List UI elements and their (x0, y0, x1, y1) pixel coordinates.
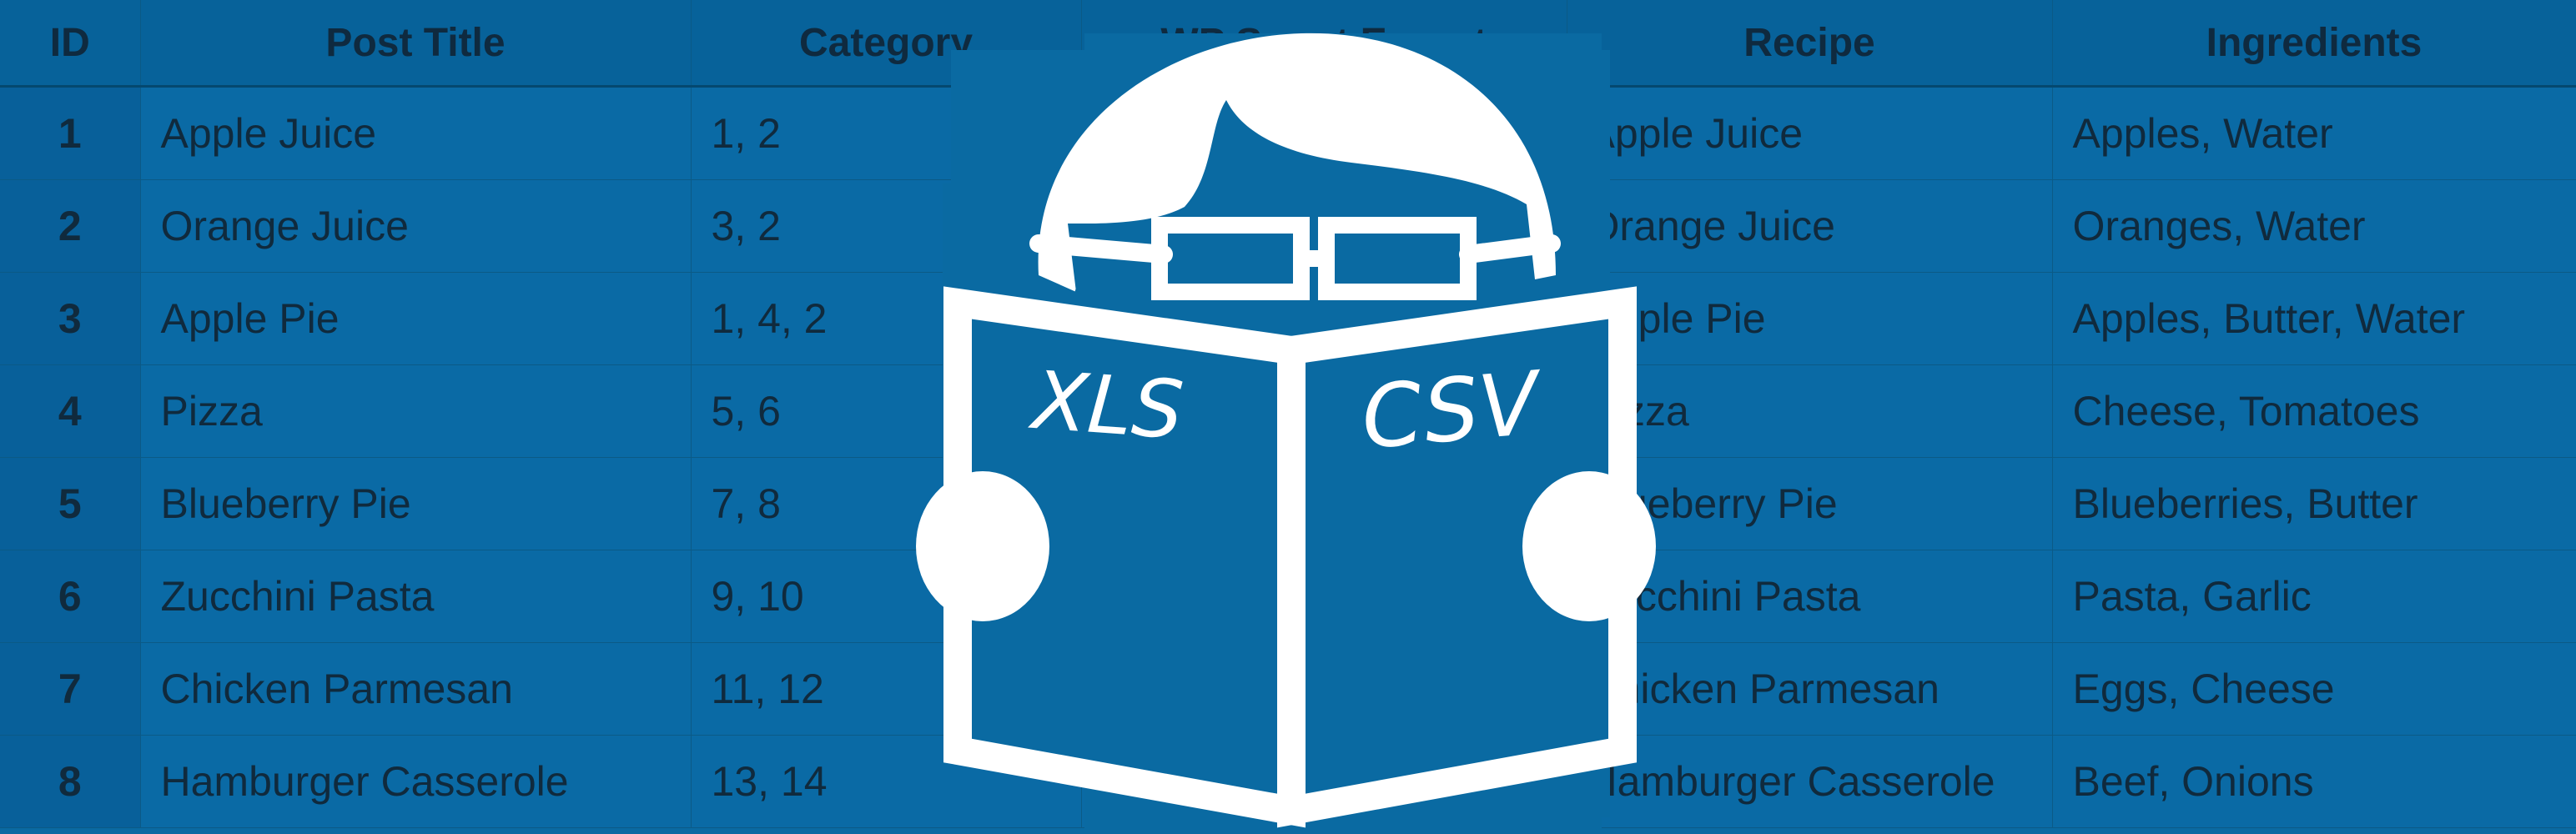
table-row: 4 Pizza 5, 6 Pizza Cheese, Tomatoes (0, 364, 2576, 458)
cell-category: 1, 4, 2 (691, 272, 1082, 365)
cell-wp-smart-export (1081, 86, 1567, 180)
cell-recipe: Apple Pie (1567, 272, 2053, 365)
cell-recipe: Hamburger Casserole (1567, 735, 2053, 828)
cell-ingredients: Beef, Onions (2052, 735, 2576, 828)
column-header-wp-smart-export: WP Smart Export (1081, 0, 1567, 88)
cell-recipe: Blueberry Pie (1567, 457, 2053, 550)
cell-id: 1 (0, 86, 141, 180)
column-header-id: ID (0, 0, 141, 88)
cell-id: 7 (0, 642, 141, 736)
cell-category: 13, 14 (691, 735, 1082, 828)
cell-wp-smart-export (1081, 179, 1567, 273)
cell-wp-smart-export (1081, 272, 1567, 365)
table-row: 1 Apple Juice 1, 2 Apple Juice Apples, W… (0, 86, 2576, 180)
cell-id: 5 (0, 457, 141, 550)
cell-ingredients: Apples, Water (2052, 86, 2576, 180)
cell-post-title: Apple Juice (140, 86, 692, 180)
cell-id: 3 (0, 272, 141, 365)
cell-recipe: Pizza (1567, 364, 2053, 458)
cell-category: 5, 6 (691, 364, 1082, 458)
table-body: 1 Apple Juice 1, 2 Apple Juice Apples, W… (0, 86, 2576, 828)
table-header-row: ID Post Title Category WP Smart Export R… (0, 0, 2576, 88)
table-row: 3 Apple Pie 1, 4, 2 Apple Pie Apples, Bu… (0, 272, 2576, 365)
cell-category: 3, 2 (691, 179, 1082, 273)
table-row: 5 Blueberry Pie 7, 8 Blueberry Pie Blueb… (0, 457, 2576, 550)
cell-id: 4 (0, 364, 141, 458)
cell-ingredients: Cheese, Tomatoes (2052, 364, 2576, 458)
cell-id: 8 (0, 735, 141, 828)
column-header-recipe: Recipe (1567, 0, 2053, 88)
cell-post-title: Pizza (140, 364, 692, 458)
cell-wp-smart-export (1081, 642, 1567, 736)
cell-wp-smart-export (1081, 735, 1567, 828)
cell-wp-smart-export (1081, 364, 1567, 458)
cell-recipe: Orange Juice (1567, 179, 2053, 273)
cell-wp-smart-export (1081, 457, 1567, 550)
column-header-category: Category (691, 0, 1082, 88)
cell-recipe: Zucchini Pasta (1567, 550, 2053, 643)
cell-id: 6 (0, 550, 141, 643)
cell-post-title: Chicken Parmesan (140, 642, 692, 736)
cell-ingredients: Apples, Butter, Water (2052, 272, 2576, 365)
cell-category: 1, 2 (691, 86, 1082, 180)
table-row: 2 Orange Juice 3, 2 Orange Juice Oranges… (0, 179, 2576, 273)
cell-recipe: Apple Juice (1567, 86, 2053, 180)
table-row: 6 Zucchini Pasta 9, 10 Zucchini Pasta Pa… (0, 550, 2576, 643)
column-header-post-title: Post Title (140, 0, 692, 88)
cell-ingredients: Pasta, Garlic (2052, 550, 2576, 643)
cell-id: 2 (0, 179, 141, 273)
cell-post-title: Zucchini Pasta (140, 550, 692, 643)
table-row: 8 Hamburger Casserole 13, 14 Hamburger C… (0, 735, 2576, 828)
cell-ingredients: Oranges, Water (2052, 179, 2576, 273)
cell-recipe: Chicken Parmesan (1567, 642, 2053, 736)
table-row: 7 Chicken Parmesan 11, 12 Chicken Parmes… (0, 642, 2576, 736)
cell-post-title: Orange Juice (140, 179, 692, 273)
cell-ingredients: Blueberries, Butter (2052, 457, 2576, 550)
cell-category: 7, 8 (691, 457, 1082, 550)
cell-wp-smart-export (1081, 550, 1567, 643)
cell-post-title: Blueberry Pie (140, 457, 692, 550)
cell-category: 9, 10 (691, 550, 1082, 643)
cell-category: 11, 12 (691, 642, 1082, 736)
column-header-ingredients: Ingredients (2052, 0, 2576, 88)
cell-ingredients: Eggs, Cheese (2052, 642, 2576, 736)
cell-post-title: Hamburger Casserole (140, 735, 692, 828)
cell-post-title: Apple Pie (140, 272, 692, 365)
